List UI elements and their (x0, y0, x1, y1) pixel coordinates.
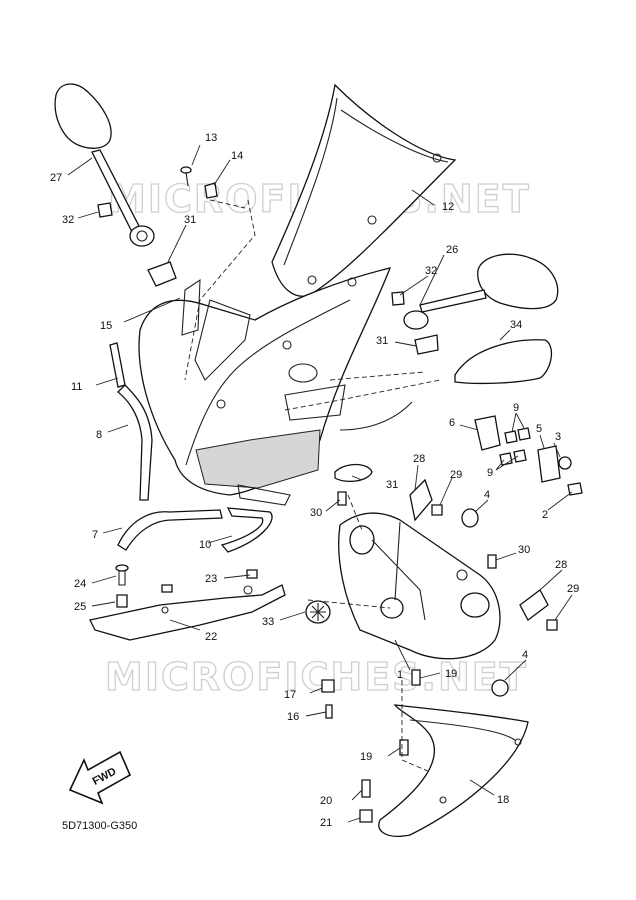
bracket-5 (537, 445, 561, 483)
callout-29-bottom: 29 (567, 583, 579, 595)
callout-18: 18 (497, 794, 509, 806)
screw-30-right (487, 554, 497, 569)
screw-19-top (411, 669, 421, 686)
callout-7: 7 (92, 529, 98, 541)
callout-27: 27 (50, 172, 62, 184)
grommet-center (334, 463, 373, 483)
collars-9 (499, 427, 531, 466)
callout-12: 12 (442, 201, 454, 213)
callout-4-bottom: 4 (522, 649, 528, 661)
nut-14 (204, 182, 218, 199)
nut-29-bottom (546, 619, 558, 631)
callout-19-top: 19 (445, 668, 457, 680)
callout-3: 3 (555, 431, 561, 443)
callout-9-top: 9 (513, 402, 519, 414)
callout-2: 2 (542, 509, 548, 521)
callout-17: 17 (284, 689, 296, 701)
callout-13: 13 (205, 132, 217, 144)
screw-32-right (391, 291, 405, 306)
callout-20: 20 (320, 795, 332, 807)
bolt-20 (361, 779, 371, 798)
callout-4-top: 4 (484, 489, 490, 501)
callout-26: 26 (446, 244, 458, 256)
callout-34: 34 (510, 319, 522, 331)
callout-11: 11 (71, 381, 82, 393)
damper-4-bottom (491, 679, 509, 697)
callout-1: 1 (397, 669, 403, 681)
screw-13 (180, 166, 192, 187)
callout-33: 33 (262, 616, 274, 628)
callout-23: 23 (205, 573, 217, 585)
windshield (271, 83, 457, 297)
callout-28-top: 28 (413, 453, 425, 465)
collar-25 (116, 594, 128, 608)
stay-1 (338, 512, 501, 660)
bolt-23 (161, 569, 258, 593)
callout-labels: 1 2 3 4 4 5 6 7 8 9 9 10 11 12 13 14 15 … (50, 132, 579, 829)
callout-29-top: 29 (450, 469, 462, 481)
fwd-arrow: FWD (68, 750, 132, 805)
screw-19-bottom (399, 739, 409, 756)
callout-8: 8 (96, 429, 102, 441)
nut-3 (558, 456, 572, 470)
callout-32-right: 32 (425, 265, 437, 277)
callout-24: 24 (74, 578, 86, 590)
callout-30-right: 30 (518, 544, 530, 556)
stay-22 (89, 584, 286, 641)
callout-10: 10 (199, 539, 211, 551)
bracket-6 (474, 415, 501, 451)
damper-4-top (461, 508, 479, 528)
watermark-bottom: MICROFICHES.NET (105, 655, 528, 699)
bracket-28-bottom (519, 589, 549, 621)
mirror-gasket (454, 339, 553, 385)
callout-15: 15 (100, 320, 112, 332)
side-panel-strip (181, 278, 201, 336)
nut-29-top (431, 504, 443, 516)
mirror-left (54, 83, 155, 247)
grommet-right (414, 334, 439, 355)
callout-25: 25 (74, 601, 86, 613)
callout-6: 6 (449, 417, 455, 429)
inner-panel-left (194, 299, 251, 381)
screw-16 (325, 704, 333, 719)
callout-31-right: 31 (376, 335, 388, 347)
callout-22: 22 (205, 631, 217, 643)
tube-7 (117, 509, 223, 551)
callout-16: 16 (287, 711, 299, 723)
trim-8 (117, 384, 153, 501)
leader-lines (67, 144, 573, 823)
callout-28-bottom: 28 (555, 559, 567, 571)
callout-21: 21 (320, 817, 332, 829)
tube-10 (220, 507, 273, 553)
inner-panel-18 (378, 704, 529, 837)
front-cowling (138, 267, 413, 506)
callout-5: 5 (536, 423, 542, 435)
collar-21 (359, 809, 373, 823)
emblem-33 (305, 600, 331, 624)
trim-11 (109, 342, 126, 388)
callout-19-bottom: 19 (360, 751, 372, 763)
grommet-left (147, 261, 177, 287)
callout-9-bottom: 9 (487, 467, 493, 479)
callout-31-center: 31 (386, 479, 398, 491)
diagram-code: 5D71300-G350 (62, 820, 138, 832)
bolt-24 (115, 564, 129, 586)
bracket-28-top (409, 478, 433, 522)
callout-32-left: 32 (62, 214, 74, 226)
screw-32-left (97, 202, 113, 218)
callout-30-left: 30 (310, 507, 322, 519)
screw-30-left (337, 491, 347, 506)
mirror-right (403, 253, 559, 330)
callout-14: 14 (231, 150, 243, 162)
nut-17 (321, 679, 335, 693)
callout-31-left: 31 (184, 214, 196, 226)
